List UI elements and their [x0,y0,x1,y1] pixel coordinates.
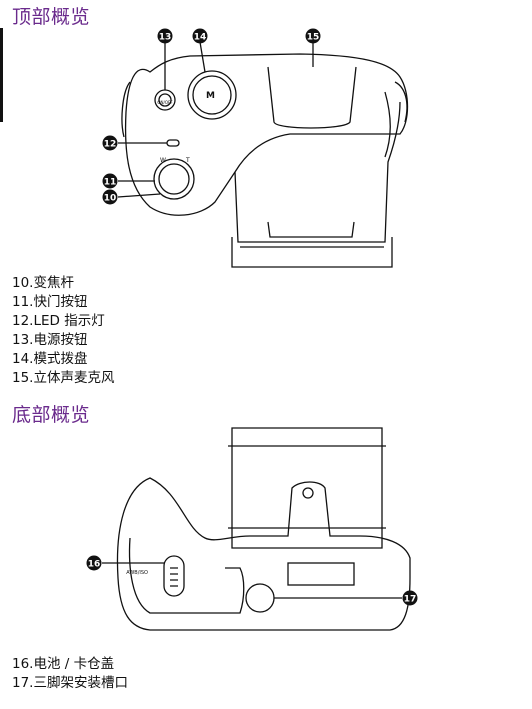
callout-15: 15 [305,28,321,44]
camera-top-view-illustration: ON/OFF M W T 13 14 15 12 11 10 [102,28,409,268]
top-parts-list: 10.变焦杆 11.快门按钮 12.LED 指示灯 13.电源按钮 14.模式拨… [12,274,114,388]
svg-text:AWB/ISO: AWB/ISO [126,570,148,576]
callout-16: 16 [86,555,102,571]
callout-13: 13 [157,28,173,44]
list-item: 15.立体声麦克风 [12,370,115,386]
svg-text:12: 12 [104,140,117,150]
list-item: 13.电源按钮 [12,332,88,348]
list-item: 12.LED 指示灯 [12,313,105,329]
callout-12: 12 [102,135,118,151]
power-button-label: ON/OFF [157,100,173,105]
zoom-w-label: W [160,157,166,164]
svg-text:14: 14 [194,33,207,43]
bottom-parts-list: 16.电池 / 卡仓盖 17.三脚架安装槽口 [12,655,128,693]
zoom-t-label: T [185,157,190,164]
mode-dial-m-label: M [206,91,215,101]
svg-text:10: 10 [104,194,117,204]
callout-14: 14 [192,28,208,44]
left-margin-bar [0,28,3,122]
callout-11: 11 [102,173,118,189]
svg-text:13: 13 [159,33,172,43]
list-item: 17.三脚架安装槽口 [12,675,128,691]
list-item: 11.快门按钮 [12,294,88,310]
svg-text:17: 17 [404,595,417,605]
camera-bottom-view-illustration: AWB/ISO 16 17 [86,427,418,631]
callout-17: 17 [402,590,418,606]
top-overview-title: 顶部概览 [12,6,91,28]
bottom-overview-title: 底部概览 [12,404,91,426]
callout-10: 10 [102,189,118,205]
list-item: 14.模式拨盘 [12,351,88,367]
list-item: 10.变焦杆 [12,275,74,291]
svg-text:11: 11 [104,178,117,188]
svg-text:15: 15 [307,33,320,43]
svg-text:16: 16 [88,560,101,570]
list-item: 16.电池 / 卡仓盖 [12,656,115,672]
